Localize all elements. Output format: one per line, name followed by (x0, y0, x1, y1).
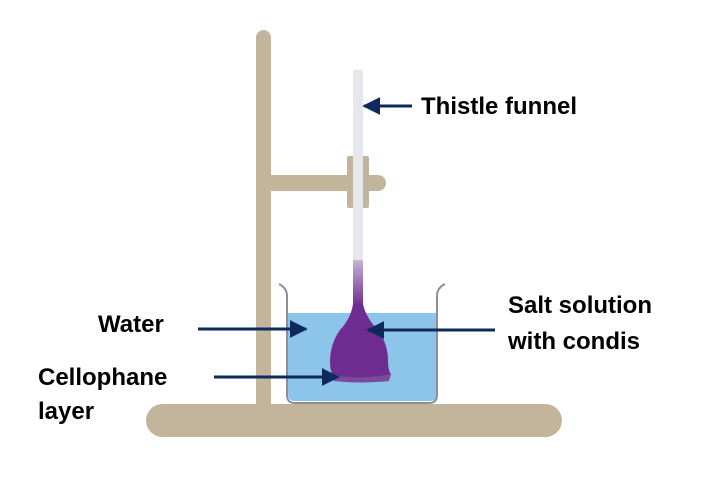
stand-pole (256, 30, 271, 412)
cellophane-label-line2: layer (38, 398, 94, 425)
cellophane-label-line1: Cellophane (38, 364, 167, 391)
funnel-neck (353, 260, 363, 306)
thistle-funnel-label: Thistle funnel (421, 93, 577, 120)
salt-solution-bulb (330, 304, 391, 380)
funnel-stem-clamped (353, 156, 363, 208)
cellophane-layer (332, 374, 391, 383)
water-label: Water (98, 311, 164, 338)
stand-base (146, 404, 562, 437)
salt-solution-label-line1: Salt solution (508, 292, 652, 319)
beaker (278, 283, 446, 404)
salt-solution-label-line2: with condis (507, 328, 640, 355)
